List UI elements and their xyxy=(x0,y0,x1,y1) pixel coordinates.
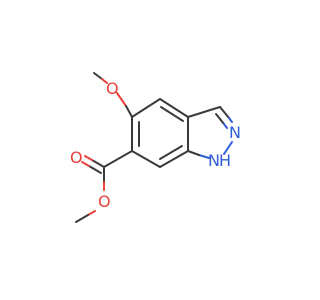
molecule-drawing: O O O N H N xyxy=(70,72,241,223)
bond-c7a-c7-double xyxy=(159,145,183,160)
atom-n1h: N xyxy=(208,151,220,170)
bond-c4-c3a xyxy=(159,98,189,118)
bond-omethoxy-c5 xyxy=(125,105,133,118)
atom-n2: N xyxy=(229,123,241,142)
bond-c5-c4 xyxy=(131,98,161,118)
bond-c4-c3a-double xyxy=(160,106,184,122)
atom-o-ester: O xyxy=(98,192,111,211)
bond-omethoxy-c5-red xyxy=(116,92,127,107)
bond-c3-n2 xyxy=(219,106,230,119)
bond-oester-methyl-red xyxy=(87,210,96,216)
bond-c3a-c3 xyxy=(187,106,221,118)
atom-o-carbonyl: O xyxy=(70,148,83,167)
bond-methyl-omethoxy xyxy=(93,72,103,80)
bond-ccarbonyl-ocarbonyl xyxy=(91,159,105,168)
bond-c7a-c7 xyxy=(159,150,189,168)
bond-ccarbonyl-ocarbonyl-red xyxy=(84,155,93,161)
structure-diagram: O O O N H N xyxy=(70,72,241,223)
bond-c7-c6 xyxy=(131,150,161,168)
bond-c3-n2-double-blue xyxy=(223,123,228,129)
bond-c6-ccarbonyl xyxy=(103,150,133,168)
atom-o-methoxy: O xyxy=(106,79,119,98)
bond-n2-n1 xyxy=(223,141,233,155)
atom-h-label: H xyxy=(219,151,231,170)
bond-oester-methyl xyxy=(75,214,89,223)
bond-n1-c7a xyxy=(187,150,200,156)
bond-c3-n2-blue xyxy=(228,117,233,123)
bond-ccarbonyl-ocarbonyl-double-red xyxy=(81,161,90,167)
bond-c3-n2-double xyxy=(215,113,225,125)
bond-omethoxy-methyl-red xyxy=(101,78,108,84)
bond-n1-c7a-blue xyxy=(198,154,210,159)
bond-ccarbonyl-ocarbonyl-double xyxy=(88,165,102,174)
